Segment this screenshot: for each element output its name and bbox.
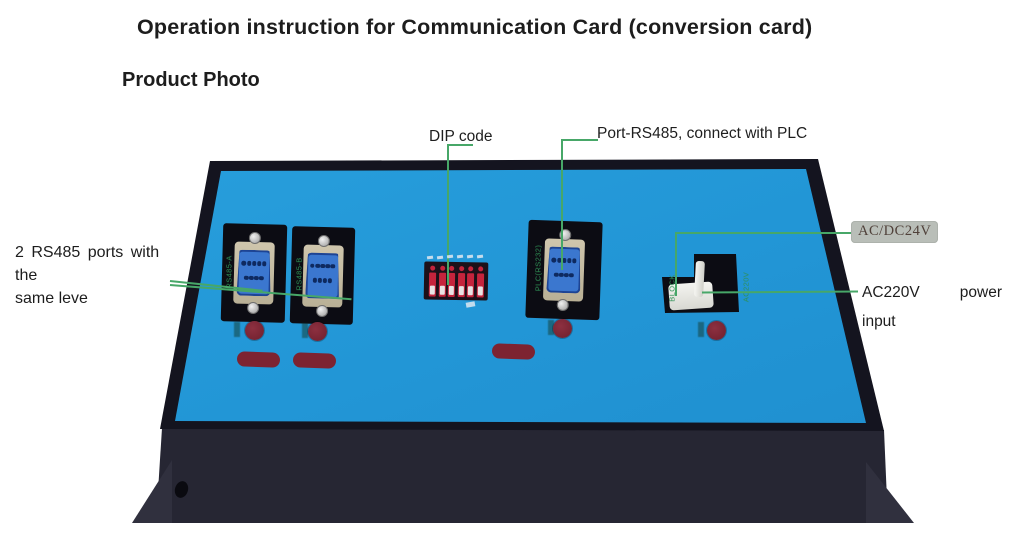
pin-dot xyxy=(242,261,247,266)
led-label-smudge xyxy=(548,320,554,335)
acdc24v-leader-line xyxy=(676,232,854,234)
dip-slider-nub xyxy=(468,286,474,296)
dip-slider-nub xyxy=(458,286,464,296)
dip-scale-tick xyxy=(476,254,484,258)
dip-slider xyxy=(428,272,437,297)
dip-indicator-dot xyxy=(439,265,445,271)
dip-slider-nub xyxy=(477,286,483,296)
pin-dot xyxy=(320,264,325,269)
rs485-ports-callout: 2 RS485 ports with the same leve xyxy=(15,241,177,310)
pin-dot xyxy=(257,261,262,266)
ac220v-word: AC220V xyxy=(862,284,920,301)
pin-dot xyxy=(315,264,320,269)
pin-dot xyxy=(330,264,335,269)
pin-dot xyxy=(325,264,330,269)
dip-scale-tick xyxy=(466,254,474,258)
rs485-a-led xyxy=(245,321,264,340)
power-word: power xyxy=(959,284,1002,301)
label-pill xyxy=(292,352,337,369)
label-pill xyxy=(491,343,536,360)
dip-scale-tick xyxy=(436,255,444,259)
screw-icon xyxy=(246,301,260,315)
plc-rs232-connector xyxy=(542,228,587,312)
pin-dot xyxy=(569,273,574,278)
acdc24v-badge: AC/DC24V xyxy=(851,221,939,243)
pin-dot xyxy=(552,258,557,263)
led-label-smudge xyxy=(234,322,240,337)
pin-dot xyxy=(554,272,559,277)
dip-slider xyxy=(438,272,446,297)
dip-slider xyxy=(476,273,485,298)
pin-dot xyxy=(259,276,264,281)
dip-indicator-dot xyxy=(449,265,455,271)
pin-dot xyxy=(244,275,249,280)
pin-dot xyxy=(572,259,577,264)
dip-indicator-dot xyxy=(478,266,484,272)
pin-dot xyxy=(249,275,254,280)
pin-dot xyxy=(318,278,323,283)
label-pill xyxy=(236,351,281,368)
dip-slider xyxy=(467,273,475,298)
acdc24v-leader-line xyxy=(675,232,677,296)
dip-leader-line xyxy=(447,144,449,285)
port-rs485-callout: Port-RS485, connect with PLC xyxy=(597,125,808,142)
dip-indicator-dot xyxy=(430,265,436,271)
rs485-b-connector xyxy=(300,234,344,317)
pin-dot xyxy=(328,278,333,283)
pin-dot xyxy=(323,278,328,283)
pin-dot xyxy=(559,272,564,277)
dip-indicator-dot xyxy=(458,266,465,272)
pin-dot xyxy=(247,261,252,266)
led-label-smudge xyxy=(698,322,704,337)
plc-led xyxy=(553,319,572,338)
dip-switch xyxy=(423,261,489,301)
ac220v-panel-label: AC220V xyxy=(741,271,751,303)
power-led xyxy=(707,321,726,340)
screw-icon xyxy=(556,298,569,312)
ac220v-callout-line2: input xyxy=(862,313,896,330)
dip-code-callout: DIP code xyxy=(429,128,493,145)
port-leader-line xyxy=(561,139,563,270)
rs485-a-connector xyxy=(232,231,276,315)
dip-indicator-dot xyxy=(468,266,474,272)
pin-dot xyxy=(252,261,257,266)
section-heading: Product Photo xyxy=(122,69,260,91)
pin-dot xyxy=(310,263,315,268)
screw-icon xyxy=(315,304,328,317)
rs485-ports-callout-line2: same leve xyxy=(15,290,88,307)
dip-slider xyxy=(447,272,456,297)
pin-dot xyxy=(262,261,267,266)
rs485-ports-callout-line1: 2 RS485 ports with the xyxy=(15,244,160,284)
dip-slider-nub xyxy=(429,285,435,295)
page-title: Operation instruction for Communication … xyxy=(137,15,813,39)
plc-port-label: PLC(RS232) xyxy=(533,244,543,292)
rs485-b-port-label: RS485-B xyxy=(294,257,304,291)
pin-dot xyxy=(254,276,259,281)
dip-slider xyxy=(457,273,465,298)
rs485-b-led xyxy=(308,322,327,341)
dip-slider-nub xyxy=(448,285,455,295)
dip-slider-nub xyxy=(439,285,445,295)
pin-dot xyxy=(312,278,317,283)
pin-dot xyxy=(564,273,569,278)
dip-leader-line xyxy=(448,144,473,146)
pin-dot xyxy=(567,258,572,263)
port-leader-line xyxy=(562,139,598,141)
db9-face xyxy=(546,246,582,293)
led-label-smudge xyxy=(302,323,308,338)
ac220v-callout-line1: AC220V power xyxy=(862,284,1002,302)
db9-face xyxy=(305,252,340,299)
rs485-a-port-label: RS485-A xyxy=(224,255,234,289)
